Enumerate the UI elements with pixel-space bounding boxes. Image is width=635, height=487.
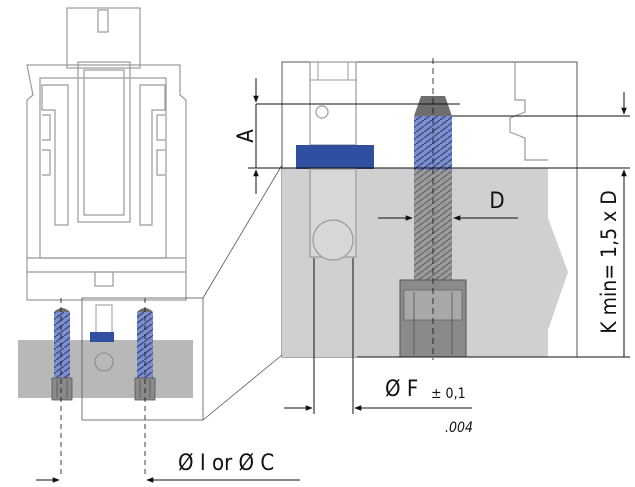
dimension-f (284, 258, 472, 414)
label-f-tolerance: ± 0,1 (431, 386, 466, 402)
dimension-a (248, 78, 630, 194)
left-pin (90, 304, 114, 372)
washer (296, 145, 374, 169)
label-f-tolerance-inch: .004 (445, 420, 473, 436)
zoom-source-frame (81, 297, 204, 421)
dimension-k (357, 92, 630, 358)
left-base-block (18, 340, 193, 398)
label-d: D (489, 189, 504, 214)
label-i-or-c: Ø I or Ø C (178, 451, 274, 476)
label-k: K min= 1,5 x D (597, 190, 621, 334)
label-a: A (234, 129, 259, 143)
clamp-assembly (26, 7, 187, 301)
left-screw-1 (51, 308, 73, 401)
label-f: Ø F (385, 377, 418, 402)
detail-view (281, 58, 578, 360)
